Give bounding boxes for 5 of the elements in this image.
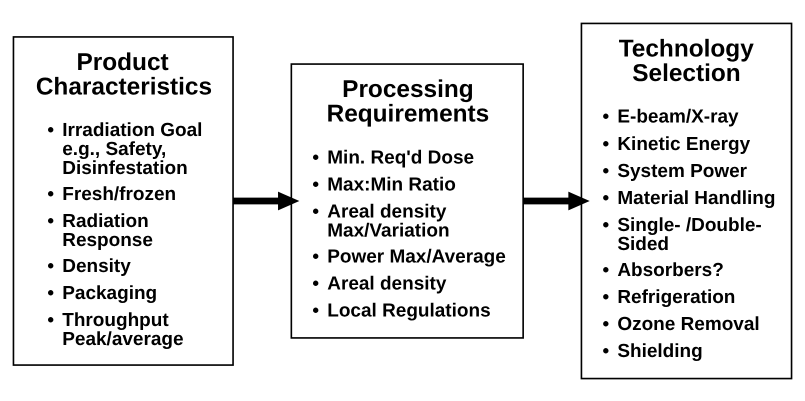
arrow (523, 191, 590, 210)
node-box: Product Characteristics • Irradiation Goal e.g., Safety, Disinfestation • Fresh/frozen • Radiation Response • Density • Packaging • Throughput Peak/average (12, 36, 234, 366)
node-box: Technology Selection • E-beam/X-ray • Kinetic Energy • System Power • Material Handling • Single- /Double- Sided • Absorbers? • Refrigeration • Ozone Removal • Shielding (580, 22, 792, 379)
arrow (233, 191, 300, 210)
node-box: Processing Requirements • Min. Req'd Dose • Max:Min Ratio • Areal density Max/Variation • Power Max/Average • Areal density • Local Regulations (290, 62, 524, 338)
